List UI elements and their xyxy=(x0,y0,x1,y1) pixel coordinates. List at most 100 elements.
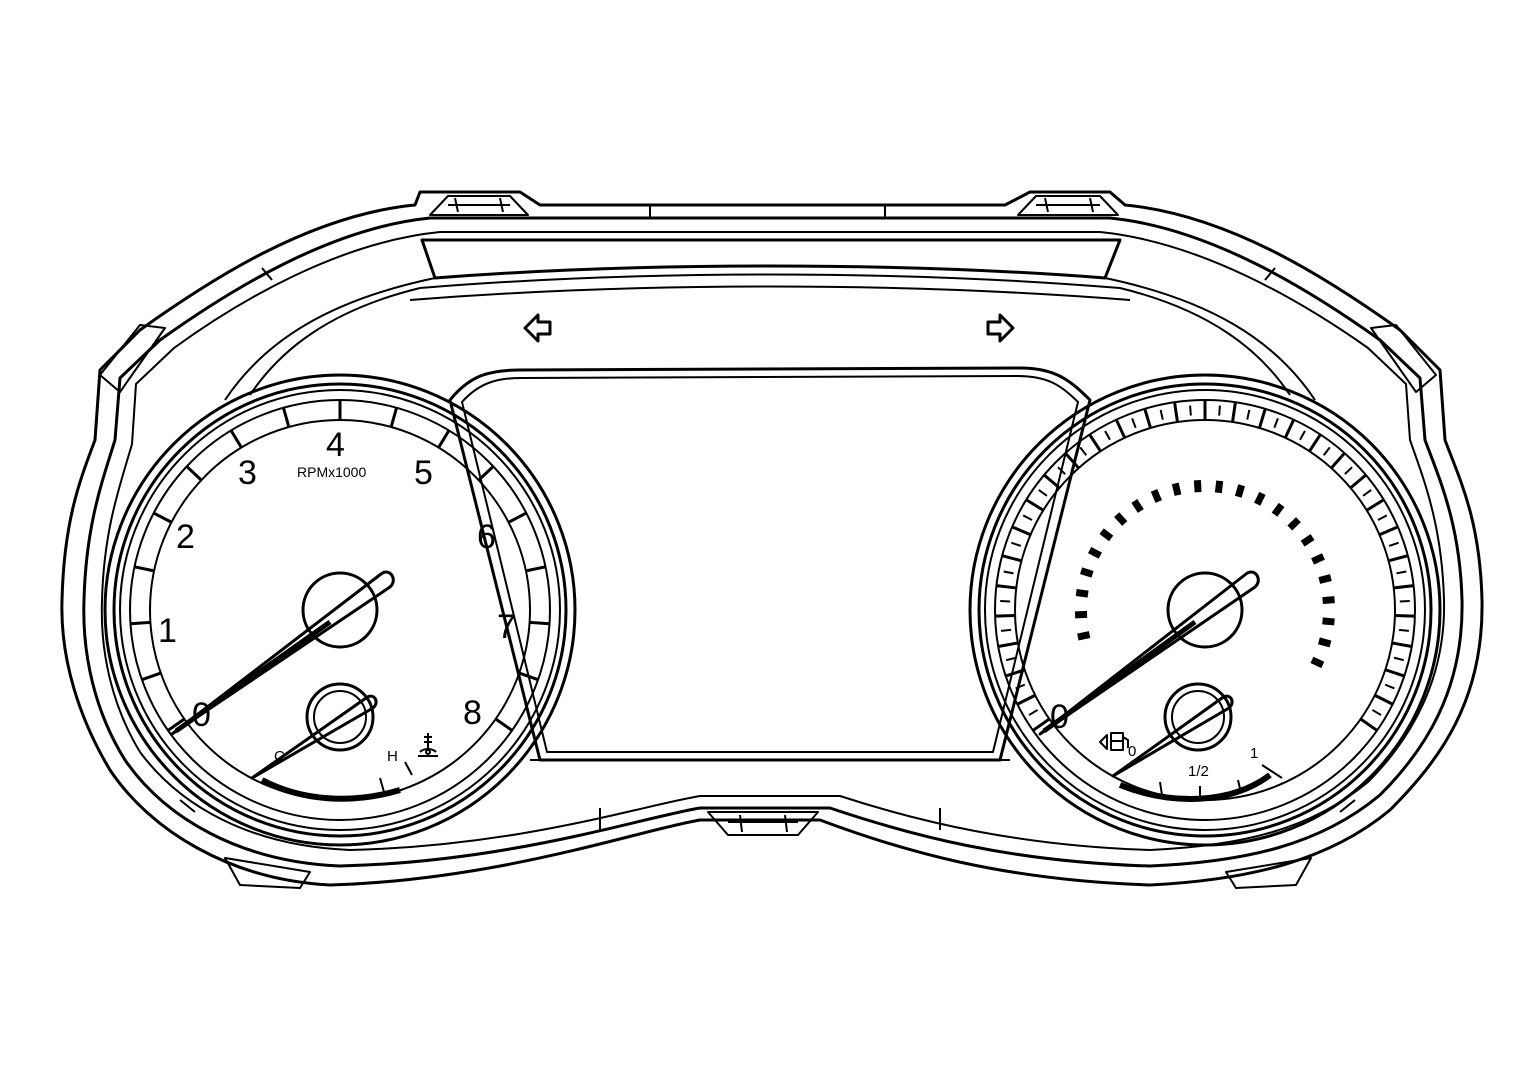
fuel-full-label: 1 xyxy=(1250,745,1258,762)
speed-minor-tick xyxy=(1371,709,1382,716)
speed-minor-tick xyxy=(1377,514,1388,521)
tach-number-2: 2 xyxy=(176,518,195,556)
visor xyxy=(224,238,1316,401)
speed-dash xyxy=(1287,517,1301,531)
left-arrow-icon xyxy=(523,313,552,343)
speed-minor-tick xyxy=(1396,642,1408,647)
tach-number-7: 7 xyxy=(497,608,516,646)
speed-minor-tick xyxy=(1104,430,1111,441)
speed-zero-mark: 0 xyxy=(1050,698,1069,736)
tach-tick xyxy=(518,671,539,682)
tach-number-3: 3 xyxy=(238,454,257,492)
speed-minor-tick xyxy=(1005,656,1017,662)
speed-minor-tick xyxy=(1022,514,1033,521)
speed-dash xyxy=(1114,512,1128,526)
tach-tick xyxy=(494,717,513,732)
speed-minor-tick xyxy=(1159,409,1164,420)
speed-minor-tick xyxy=(1015,683,1026,690)
speed-minor-tick xyxy=(1286,423,1293,434)
speed-minor-tick xyxy=(1393,555,1404,561)
speed-dash xyxy=(1171,482,1182,496)
speed-minor-tick xyxy=(1079,446,1088,456)
tach-number-1: 1 xyxy=(158,612,177,650)
speed-minor-tick xyxy=(1364,721,1374,729)
speed-dash xyxy=(1310,656,1325,669)
speed-dash xyxy=(1317,637,1332,648)
speed-minor-tick xyxy=(1091,438,1099,448)
tach-tick xyxy=(525,565,546,573)
speed-minor-tick xyxy=(1393,656,1405,662)
tach-number-8: 8 xyxy=(463,694,482,732)
speed-minor-tick xyxy=(1396,570,1407,575)
speed-minor-tick xyxy=(1131,418,1137,429)
speed-dash xyxy=(1214,480,1224,494)
speed-minor-tick xyxy=(1344,466,1353,475)
speed-dash xyxy=(1300,534,1315,547)
speed-minor-tick xyxy=(1370,501,1381,509)
speed-minor-tick xyxy=(1333,456,1343,465)
speed-dash xyxy=(1150,489,1162,503)
speed-minor-tick xyxy=(1246,409,1251,420)
speed-minor-tick xyxy=(1299,430,1306,441)
speed-minor-tick xyxy=(1378,696,1389,703)
speed-dash xyxy=(1322,617,1335,626)
speed-dash xyxy=(1234,484,1245,498)
speed-dash xyxy=(1099,528,1114,542)
speed-dash xyxy=(1254,491,1266,506)
coolant-temp-icon xyxy=(418,733,438,757)
fuel-pump-icon xyxy=(1099,732,1129,751)
speed-dash xyxy=(1131,499,1144,513)
speed-dash xyxy=(1075,589,1089,598)
speed-dash xyxy=(1193,480,1202,493)
speed-minor-tick xyxy=(1000,628,1012,632)
speed-inner-dashes xyxy=(1074,480,1335,669)
temp-low-label: C xyxy=(274,748,285,765)
tach-tick xyxy=(134,565,155,573)
speed-minor-tick xyxy=(1010,670,1021,676)
speed-minor-tick xyxy=(1398,585,1409,589)
temperature-subgauge: C H xyxy=(250,682,438,802)
tach-tick xyxy=(167,717,186,732)
speed-minor-tick xyxy=(1322,446,1331,456)
speed-minor-tick xyxy=(1011,541,1022,547)
speed-minor-tick xyxy=(1232,407,1236,418)
speed-minor-tick xyxy=(1383,527,1394,534)
tach-tick xyxy=(281,407,291,428)
speed-dash xyxy=(1080,567,1094,578)
tach-needle xyxy=(170,570,395,736)
speed-dash xyxy=(1311,553,1325,565)
speed-minor-tick xyxy=(1016,527,1027,534)
tach-number-6: 6 xyxy=(477,518,496,556)
speed-minor-tick xyxy=(1174,407,1178,418)
speed-needle xyxy=(1038,570,1260,736)
speed-dash xyxy=(1318,574,1332,584)
speed-dash xyxy=(1322,596,1335,605)
speed-minor-tick xyxy=(1029,501,1040,509)
tach-tick xyxy=(507,511,527,524)
tach-number-4: 4 xyxy=(326,426,345,464)
speed-minor-tick xyxy=(1002,642,1014,647)
center-display xyxy=(448,366,1092,762)
speed-minor-tick xyxy=(1047,477,1057,486)
speed-minor-tick xyxy=(1388,541,1399,547)
speed-dash xyxy=(1077,631,1091,641)
speed-minor-tick xyxy=(1006,555,1017,561)
speed-minor-tick xyxy=(1398,628,1410,632)
speed-tick-marks xyxy=(995,400,1415,732)
fuel-subgauge: 0 1/2 1 xyxy=(1099,682,1283,802)
speed-minor-tick xyxy=(1057,466,1066,475)
tach-tick xyxy=(185,465,203,482)
speed-minor-tick xyxy=(1389,670,1400,676)
tach-tick xyxy=(477,465,495,482)
speed-minor-tick xyxy=(1189,405,1192,416)
speed-minor-tick xyxy=(1384,683,1395,690)
speed-minor-tick xyxy=(1003,570,1014,575)
tach-unit-label: RPMx1000 xyxy=(297,464,366,480)
tach-tick xyxy=(153,511,173,524)
speed-dash xyxy=(1271,502,1285,517)
fuel-empty-label: 0 xyxy=(1128,743,1136,760)
tach-tick xyxy=(229,429,243,449)
speedometer: 0 0 1/2 1 xyxy=(968,373,1442,847)
